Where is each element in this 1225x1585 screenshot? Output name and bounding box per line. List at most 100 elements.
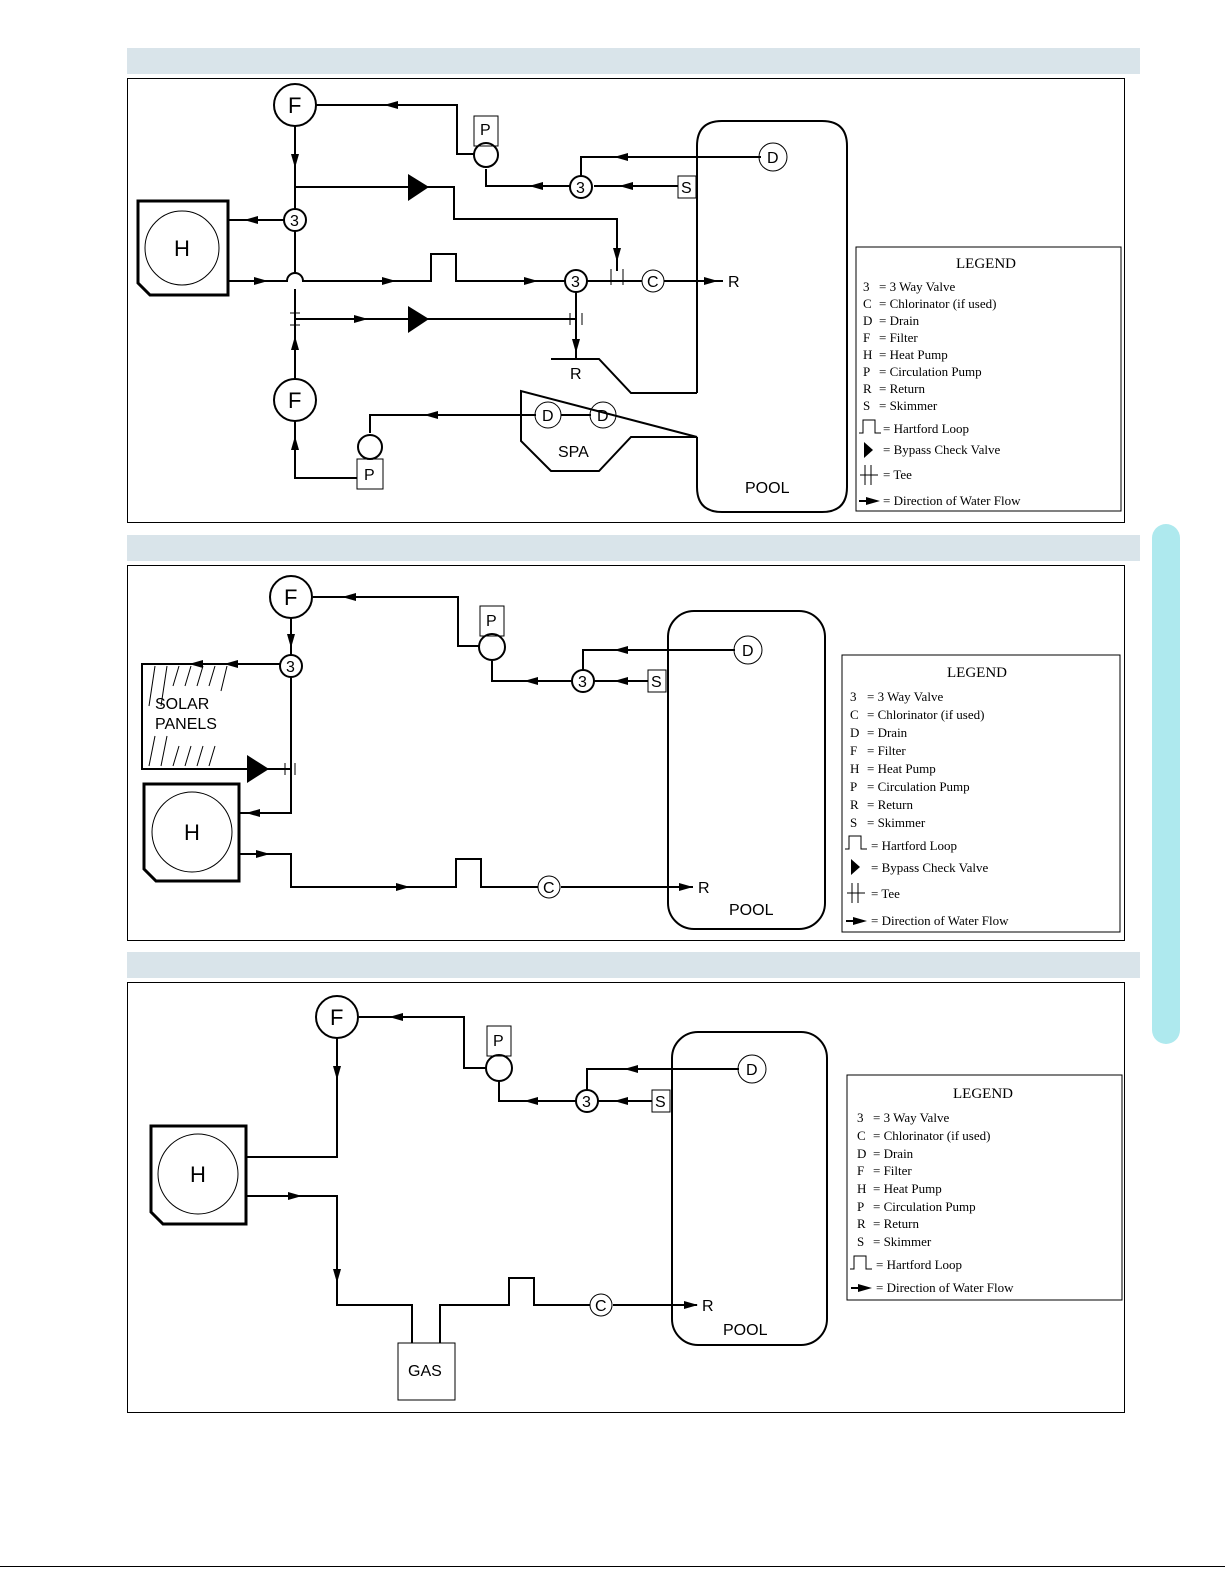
- legend-item-3: = Filter: [873, 1163, 912, 1178]
- legend-item-3: = Filter: [867, 743, 906, 758]
- drain-spa-icon-1: [534, 401, 562, 429]
- valve-3way-icon-1: [571, 669, 595, 693]
- chlorinator-icon: [589, 1293, 613, 1317]
- valve-3way-label-1: 3: [578, 674, 587, 691]
- hartford-loop-icon: [845, 835, 867, 850]
- filter-top-label: F: [288, 93, 301, 118]
- heat-pump-housing: [136, 199, 230, 297]
- skimmer-box: [677, 175, 697, 199]
- valve-3way-icon-2: [279, 654, 303, 678]
- legend-item-0: = 3 Way Valve: [879, 279, 955, 294]
- pump-label: P: [486, 613, 497, 630]
- drain-icon: [737, 1054, 767, 1084]
- filter-top-icon: [273, 83, 317, 127]
- diagram-solar: POOL SOLAR PANELS H F P 3 3: [127, 565, 1125, 941]
- legend-flow: = Direction of Water Flow: [876, 1280, 1014, 1295]
- legend-item-0: = 3 Way Valve: [873, 1110, 949, 1125]
- spa-label: SPA: [558, 444, 589, 461]
- pump-box: [479, 605, 505, 637]
- spa-return-label: R: [570, 366, 582, 383]
- heat-pump-icon: [144, 210, 220, 286]
- valve-3way-label: 3: [582, 1094, 591, 1111]
- tee-legend-icon: [847, 883, 865, 903]
- section-header-bar-2: [127, 535, 1140, 561]
- legend-sym-6: R: [863, 381, 872, 396]
- legend-item-5: = Circulation Pump: [879, 364, 982, 379]
- legend-sym-5: P: [850, 779, 857, 794]
- legend-sym-4: H: [857, 1181, 866, 1196]
- legend-sym-3: F: [863, 330, 870, 345]
- diagram-pool-spa: POOL SPA R H F F: [127, 78, 1125, 523]
- legend-item-6: = Return: [879, 381, 925, 396]
- pump-top-icon: [473, 142, 499, 168]
- legend-sym-0: 3: [857, 1110, 864, 1125]
- drain-spa-label-1: D: [542, 408, 554, 425]
- legend-flow: = Direction of Water Flow: [883, 493, 1021, 508]
- legend-sym-7: S: [863, 398, 870, 413]
- legend-bypass: = Bypass Check Valve: [883, 442, 1000, 457]
- legend-item-5: = Circulation Pump: [873, 1199, 976, 1214]
- valve-3way-label-1: 3: [576, 180, 585, 197]
- pump-icon: [485, 1054, 513, 1082]
- legend-item-4: = Heat Pump: [873, 1181, 942, 1196]
- heat-pump-label: H: [184, 820, 200, 845]
- valve-3way-icon-2: [283, 208, 307, 232]
- pump-top-label: P: [480, 122, 491, 139]
- tee-legend-icon: [860, 465, 878, 485]
- valve-3way-label-3: 3: [571, 274, 580, 291]
- pump-icon: [478, 633, 506, 661]
- drain-pool-label: D: [767, 150, 779, 167]
- skimmer-label: S: [651, 674, 662, 691]
- filter-icon: [315, 995, 359, 1039]
- filter-bottom-icon: [273, 378, 317, 422]
- legend-item-7: = Skimmer: [867, 815, 926, 830]
- valve-3way-icon: [575, 1089, 599, 1113]
- heat-pump-icon: [157, 1133, 239, 1215]
- legend-sym-4: H: [850, 761, 859, 776]
- chlorinator-label: C: [595, 1298, 607, 1315]
- legend-item-3: = Filter: [879, 330, 918, 345]
- legend-item-4: = Heat Pump: [867, 761, 936, 776]
- legend-item-2: = Drain: [867, 725, 908, 740]
- legend-bypass: = Bypass Check Valve: [871, 860, 988, 875]
- valve-3way-icon-3: [564, 269, 588, 293]
- bypass-legend-icon: [851, 859, 860, 875]
- legend-sym-2: D: [863, 313, 872, 328]
- legend-hartford: = Hartford Loop: [871, 838, 957, 853]
- pool-label: POOL: [729, 902, 774, 919]
- heat-pump-housing: [142, 782, 241, 883]
- drain-label: D: [746, 1062, 758, 1079]
- legend-sym-3: F: [850, 743, 857, 758]
- legend-item-0: = 3 Way Valve: [867, 689, 943, 704]
- legend-sym-4: H: [863, 347, 872, 362]
- legend-title: LEGEND: [956, 256, 1016, 272]
- legend-panel-1: LEGEND 3 = 3 Way Valve C = Chlorinator (…: [855, 246, 1122, 512]
- legend-tee: = Tee: [883, 467, 912, 482]
- legend-tee: = Tee: [871, 886, 900, 901]
- pool-outline: [696, 120, 848, 513]
- heat-pump-housing: [149, 1124, 248, 1226]
- heat-pump-label: H: [190, 1162, 206, 1187]
- legend-sym-2: D: [857, 1146, 866, 1161]
- solar-label-1: SOLAR: [155, 696, 209, 713]
- legend-hartford: = Hartford Loop: [883, 421, 969, 436]
- legend-sym-6: R: [850, 797, 859, 812]
- bypass-check-valve-icon-2: [408, 306, 429, 333]
- pump-bottom-label: P: [364, 467, 375, 484]
- legend-sym-5: P: [857, 1199, 864, 1214]
- legend-sym-6: R: [857, 1216, 866, 1231]
- legend-title: LEGEND: [953, 1086, 1013, 1102]
- legend-flow: = Direction of Water Flow: [871, 913, 1009, 928]
- side-tab: [1152, 524, 1180, 1044]
- section-header-bar-3: [127, 952, 1140, 978]
- return-label: R: [728, 274, 740, 291]
- bypass-check-valve-icon: [408, 174, 429, 201]
- pool-outline: [671, 1031, 828, 1346]
- pump-label: P: [493, 1033, 504, 1050]
- pool-label: POOL: [745, 480, 790, 497]
- skimmer-box: [647, 669, 667, 693]
- drain-spa-label-2: D: [597, 408, 609, 425]
- legend-sym-7: S: [857, 1234, 864, 1249]
- legend-item-1: = Chlorinator (if used): [867, 707, 984, 722]
- filter-bottom-label: F: [288, 388, 301, 413]
